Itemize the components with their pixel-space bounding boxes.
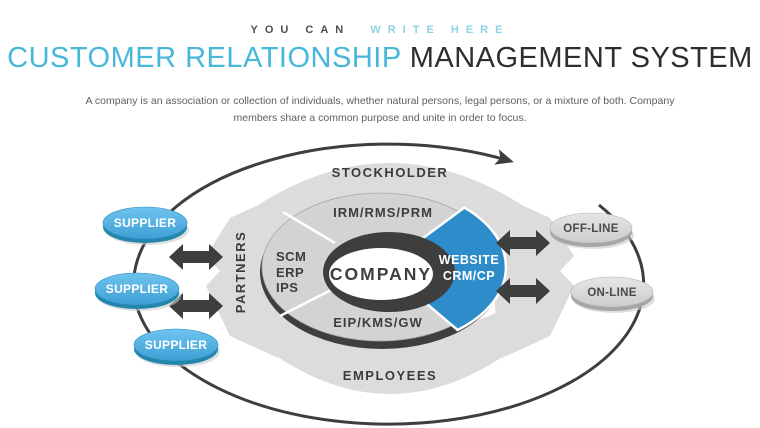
offline-label: OFF-LINE (563, 223, 618, 235)
supplier-1-label: SUPPLIER (114, 216, 176, 230)
supplier-node-2: SUPPLIER (94, 272, 181, 311)
exchange-arrows (169, 230, 550, 319)
segment-label-right-1: WEBSITE (439, 253, 499, 267)
tagline-left: YOU CAN (250, 24, 351, 36)
tagline: YOU CAN WRITE HERE (0, 24, 760, 36)
title-rest: MANAGEMENT SYSTEM (409, 42, 753, 74)
segment-label-top: IRM/RMS/PRM (333, 205, 433, 220)
arrow-right-bottom (496, 278, 550, 304)
online-label: ON-LINE (587, 287, 636, 299)
online-face (570, 276, 654, 308)
supplier-3-face (133, 328, 219, 362)
supplier-2-label: SUPPLIER (106, 282, 168, 296)
segment-label-right-2: CRM/CP (443, 269, 495, 283)
description-line1: A company is an association or collectio… (85, 95, 675, 107)
divider-top-left (282, 210, 336, 245)
segment-label-left-3: IPS (276, 280, 298, 295)
segment-label-left-1: SCM (276, 249, 306, 264)
divider-bottom-left (279, 287, 334, 318)
offline-node: OFF-LINE (549, 212, 634, 249)
stockholder-label: STOCKHOLDER (332, 165, 449, 180)
page-title: CUSTOMER RELATIONSHIP MANAGEMENT SYSTEM (0, 42, 760, 75)
arrow-right-top (496, 230, 550, 256)
title-highlight: CUSTOMER RELATIONSHIP (7, 42, 402, 74)
supplier-node-1: SUPPLIER (102, 206, 189, 245)
description: A company is an association or collectio… (80, 93, 680, 127)
arrow-left-bottom (169, 293, 223, 319)
description-line2: members share a common purpose and unite… (233, 112, 527, 124)
employees-label: EMPLOYEES (343, 368, 437, 383)
partners-label: PARTNERS (233, 231, 248, 314)
partners-wedge (206, 196, 286, 358)
orbit-arrow (132, 142, 646, 426)
online-node: ON-LINE (570, 276, 655, 313)
tagline-right: WRITE HERE (370, 24, 510, 36)
offline-face (549, 212, 633, 244)
arrow-left-top (169, 244, 223, 270)
supplier-3-label: SUPPLIER (145, 338, 207, 352)
company-label: COMPANY (330, 264, 432, 284)
supplier-1-face (102, 206, 188, 240)
supplier-node-3: SUPPLIER (133, 328, 220, 367)
supplier-2-face (94, 272, 180, 306)
company-core (329, 248, 433, 300)
segment-label-bottom: EIP/KMS/GW (333, 315, 422, 330)
segment-label-left-2: ERP (276, 265, 304, 280)
